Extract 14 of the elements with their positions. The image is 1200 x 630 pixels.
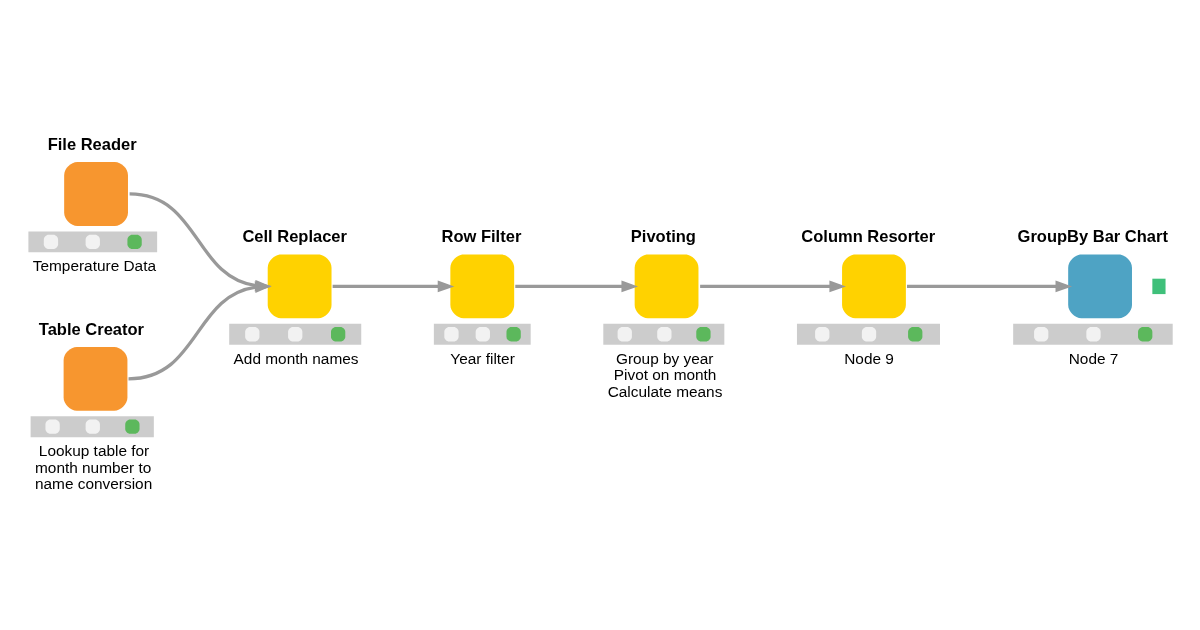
node-label: Table Creator [38, 319, 144, 338]
node-label: GroupBy Bar Chart [1017, 227, 1168, 246]
node-label: Node 9 [844, 349, 894, 367]
node-label: Column Resorter [801, 227, 936, 246]
node-label: Temperature Data [32, 257, 156, 275]
node-label: Pivoting [630, 227, 696, 246]
node-label: Year filter [450, 349, 515, 367]
node-label: Group by year Pivot on month Calculate means [607, 349, 723, 400]
node-label: Add month names [233, 349, 359, 367]
node-label: Node 7 [1068, 349, 1119, 367]
node-label: Lookup table for month number to name conversion [35, 442, 153, 493]
node-label: Row Filter [441, 227, 522, 246]
node-label: Cell Replacer [242, 227, 347, 246]
node-label: File Reader [47, 134, 137, 153]
